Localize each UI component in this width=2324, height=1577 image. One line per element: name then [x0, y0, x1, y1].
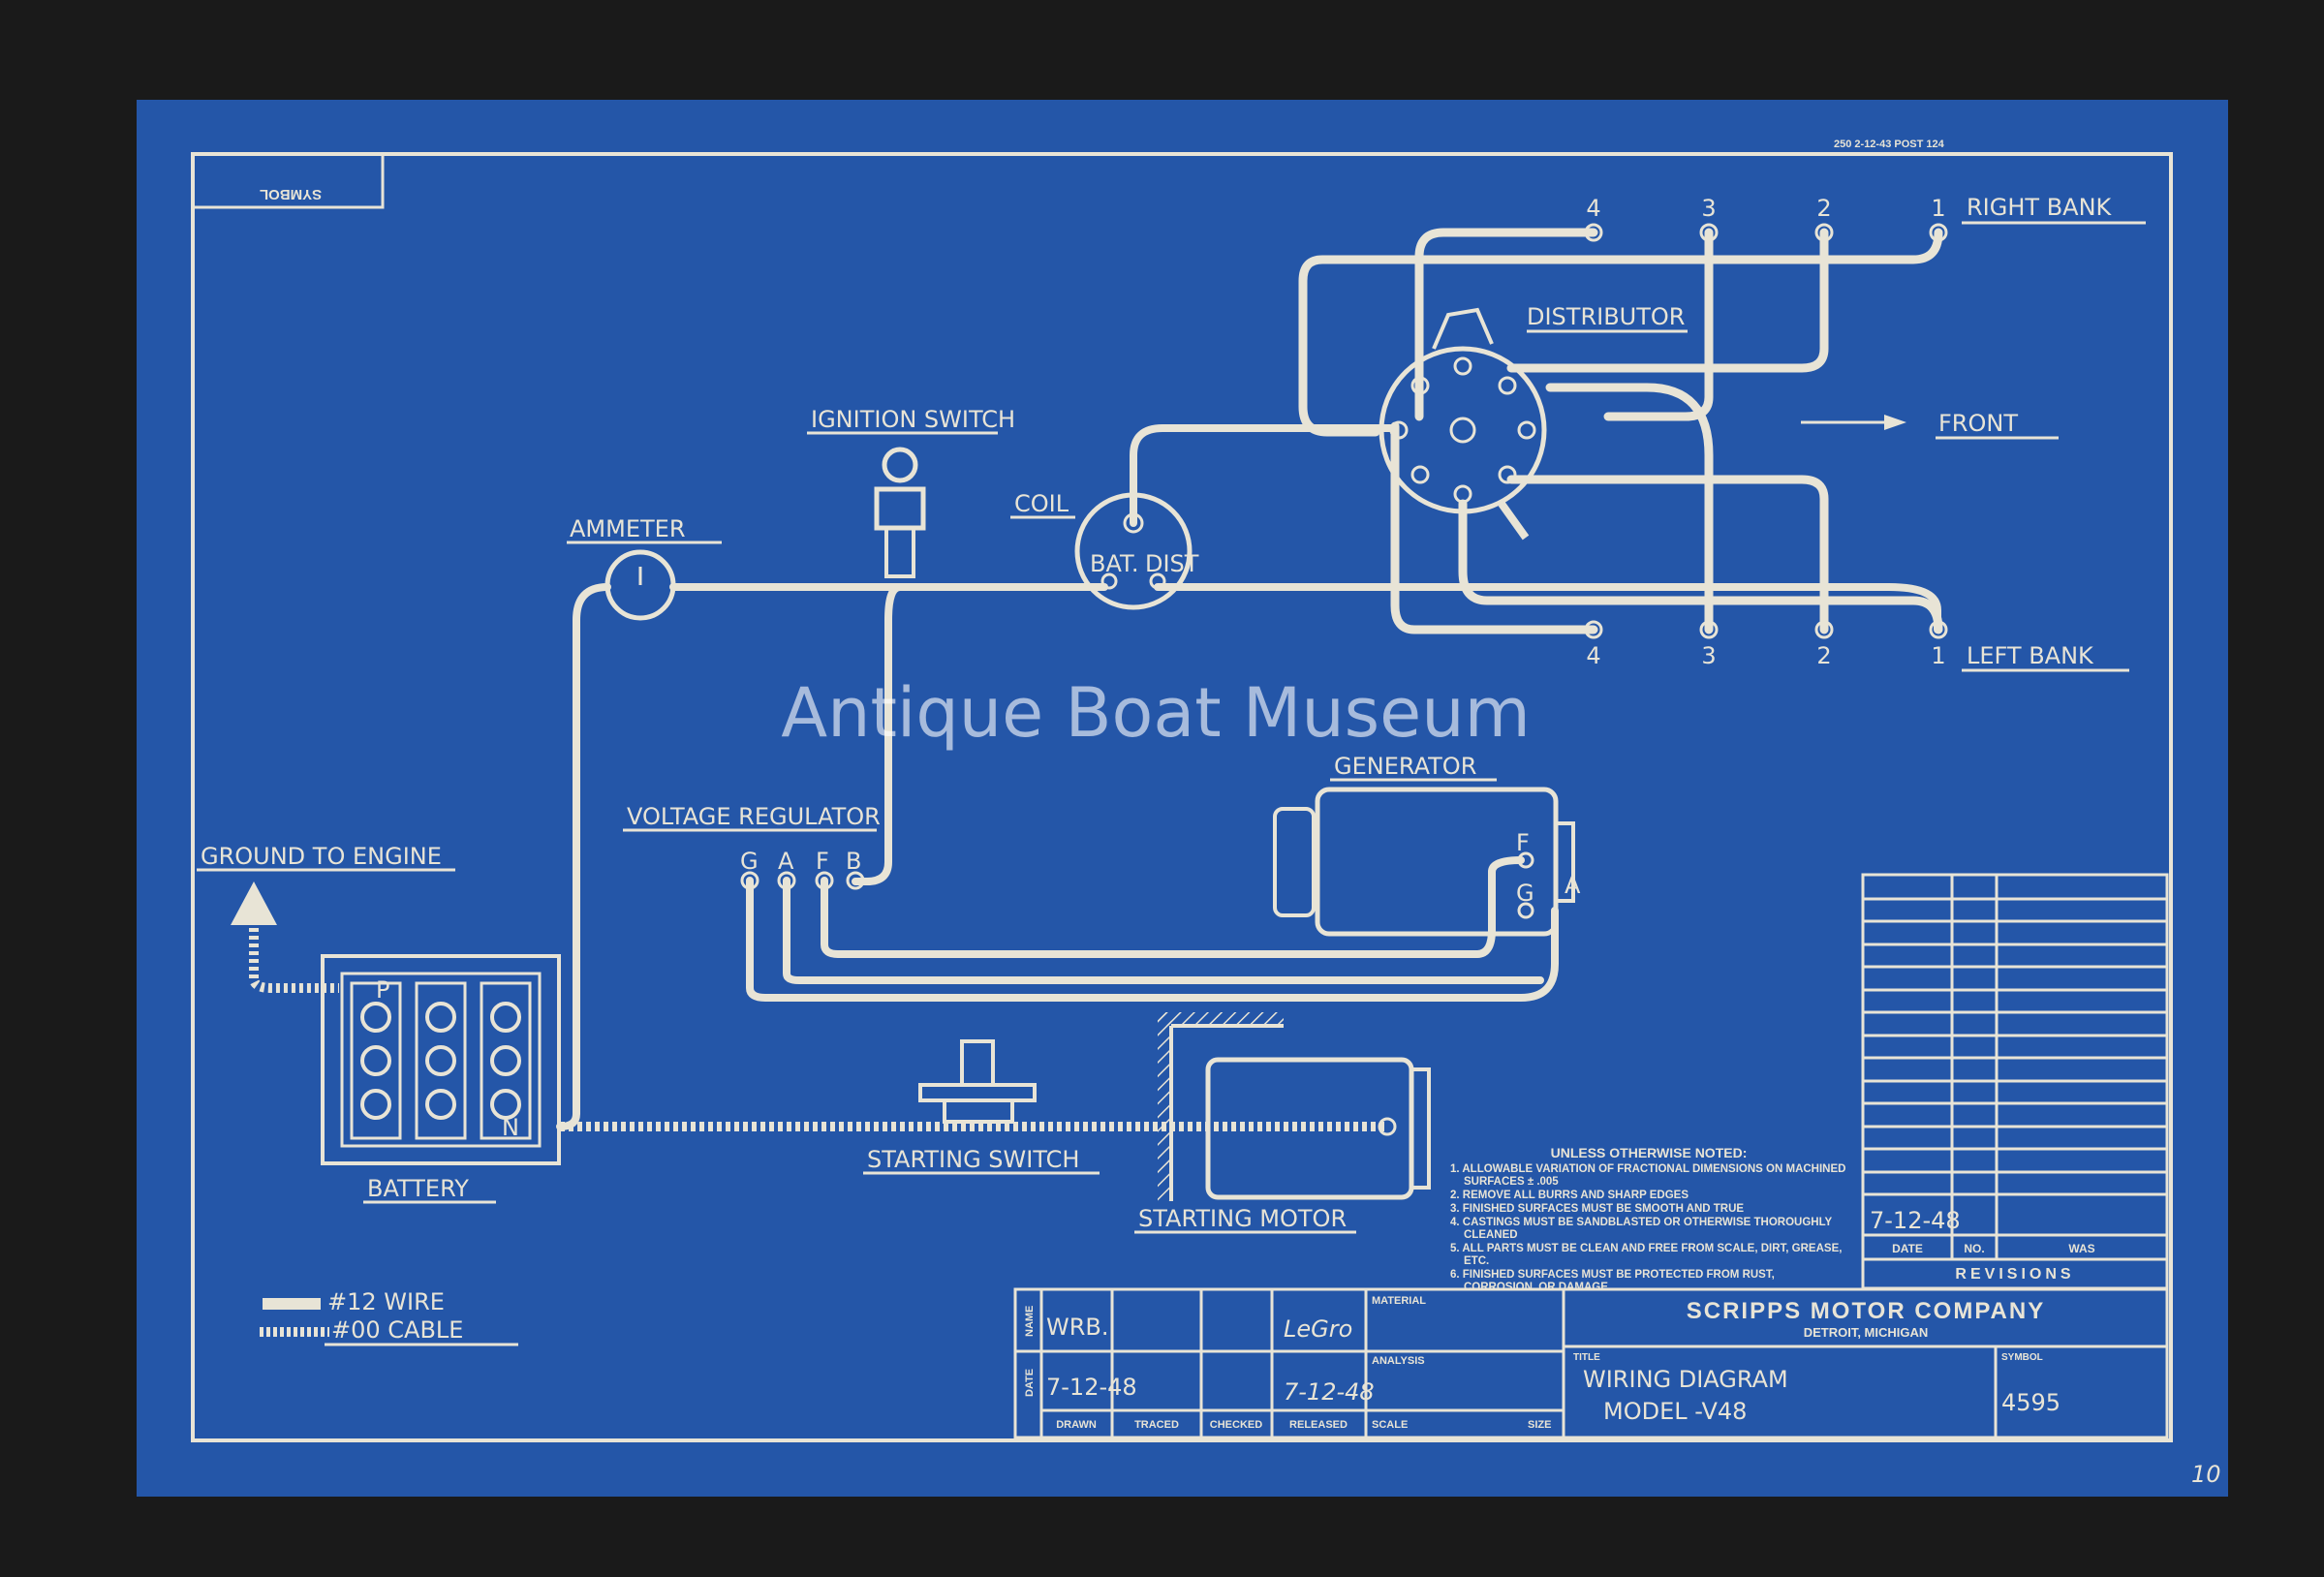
- distributor: [1379, 307, 1547, 541]
- generator-terminal-a: A: [1565, 872, 1581, 899]
- size-label: SIZE: [1528, 1419, 1551, 1431]
- general-notes: UNLESS OTHERWISE NOTED: 1. ALLOWABLE VAR…: [1450, 1145, 1846, 1290]
- regulator-terminals: G A F B: [740, 848, 865, 890]
- drawn-name: WRB.: [1046, 1314, 1109, 1341]
- note-item: 5. ALL PARTS MUST BE CLEAN AND FREE FROM…: [1450, 1243, 1843, 1267]
- symbol-tab-label: SYMBOL: [260, 186, 322, 202]
- symbol-tab: [191, 152, 385, 209]
- symbol-number: 4595: [2001, 1389, 2061, 1416]
- ground-icon: [231, 881, 277, 925]
- left-bank-label: LEFT BANK: [1967, 642, 2094, 669]
- coil-terminal-dist: DIST: [1145, 550, 1199, 577]
- title-block: [1013, 1287, 2169, 1439]
- ammeter-icon: [604, 549, 676, 621]
- material-label: MATERIAL: [1372, 1295, 1426, 1307]
- regulator-terminal-f: F: [816, 848, 829, 875]
- distributor-label: DISTRIBUTOR: [1527, 303, 1685, 330]
- battery-terminal-p: P: [376, 976, 389, 1004]
- right-bank: 4 3 2 1 RIGHT BANK: [1584, 194, 2146, 242]
- regulator-terminal-a: A: [778, 848, 794, 875]
- battery-icon: [321, 954, 561, 1165]
- starting-motor-icon: [1158, 1012, 1431, 1201]
- cylinder-number: 4: [1586, 195, 1600, 222]
- revisions-title: REVISIONS: [1955, 1266, 2074, 1283]
- notes-heading: UNLESS OTHERWISE NOTED:: [1550, 1145, 1748, 1160]
- print-code: 250 2-12-43 POST 124: [1834, 139, 1945, 150]
- cylinder-number: 2: [1816, 195, 1831, 222]
- note-item: 4. CASTINGS MUST BE SANDBLASTED OR OTHER…: [1450, 1217, 1833, 1241]
- drawing-title-line2: MODEL -V48: [1603, 1398, 1747, 1425]
- analysis-label: ANALYSIS: [1372, 1355, 1425, 1367]
- col-checked: CHECKED: [1210, 1419, 1262, 1431]
- front-label: FRONT: [1938, 410, 2018, 437]
- note-item: 6. FINISHED SURFACES MUST BE PROTECTED F…: [1450, 1269, 1775, 1290]
- ignition-switch-icon: [874, 447, 926, 578]
- generator-icon: [1273, 787, 1575, 937]
- generator-terminal-g: G: [1516, 880, 1534, 907]
- right-bank-label: RIGHT BANK: [1967, 194, 2113, 221]
- cylinder-number: 3: [1701, 642, 1716, 669]
- revision-date: 7-12-48: [1870, 1207, 1961, 1234]
- released-signature: LeGro: [1284, 1315, 1352, 1343]
- cylinder-number: 2: [1816, 642, 1831, 669]
- coil-terminal-bat: BAT.: [1090, 550, 1138, 577]
- row-label-name: NAME: [1024, 1306, 1036, 1337]
- regulator-terminal-b: B: [846, 848, 861, 875]
- ground-label: GROUND TO ENGINE: [201, 843, 442, 870]
- col-traced: TRACED: [1134, 1419, 1179, 1431]
- company-location: DETROIT, MICHIGAN: [1804, 1325, 1929, 1340]
- battery-label: BATTERY: [367, 1175, 469, 1202]
- revisions-col-was: WAS: [2068, 1242, 2094, 1255]
- battery-terminal-n: N: [502, 1114, 519, 1141]
- row-label-date: DATE: [1024, 1369, 1036, 1397]
- cylinder-number: 4: [1586, 642, 1600, 669]
- starting-switch-icon: [918, 1039, 1037, 1124]
- coil-icon: [1074, 492, 1193, 610]
- generator-terminal-f: F: [1516, 829, 1530, 856]
- generator-label: GENERATOR: [1334, 753, 1476, 780]
- note-item: 3. FINISHED SURFACES MUST BE SMOOTH AND …: [1450, 1203, 1745, 1215]
- voltage-regulator-label: VOLTAGE REGULATOR: [627, 803, 881, 830]
- drawing-border: [191, 152, 2173, 1442]
- note-item: 1. ALLOWABLE VARIATION OF FRACTIONAL DIM…: [1450, 1163, 1846, 1188]
- revisions-table: [1861, 873, 2169, 1290]
- cylinder-number: 1: [1931, 195, 1945, 222]
- company-name: SCRIPPS MOTOR COMPANY: [1687, 1298, 2045, 1324]
- scale-label: SCALE: [1372, 1419, 1408, 1431]
- ammeter-label: AMMETER: [570, 515, 686, 542]
- ignition-switch-label: IGNITION SWITCH: [811, 406, 1015, 433]
- starting-switch-label: STARTING SWITCH: [867, 1146, 1079, 1173]
- symbol-label: SYMBOL: [2001, 1352, 2043, 1363]
- drawing-title-line1: WIRING DIAGRAM: [1583, 1366, 1788, 1393]
- cylinder-number: 1: [1931, 642, 1945, 669]
- col-released: RELEASED: [1289, 1419, 1348, 1431]
- revisions-col-no: NO.: [1964, 1242, 1984, 1255]
- released-date: 7-12-48: [1284, 1378, 1375, 1406]
- wire-legend-swatch: [263, 1298, 321, 1310]
- left-bank: 4 3 2 1 LEFT BANK: [1584, 620, 2129, 672]
- legend-wire: #12 WIRE: [327, 1288, 445, 1315]
- revisions-col-date: DATE: [1892, 1242, 1923, 1255]
- wires: [556, 424, 1941, 1130]
- title-label: TITLE: [1573, 1352, 1600, 1363]
- cylinder-number: 3: [1701, 195, 1716, 222]
- legend-cable: #00 CABLE: [331, 1316, 463, 1344]
- note-item: 2. REMOVE ALL BURRS AND SHARP EDGES: [1450, 1190, 1689, 1201]
- starting-motor-label: STARTING MOTOR: [1138, 1205, 1347, 1232]
- regulator-terminal-g: G: [740, 848, 759, 875]
- sheet-number: 10: [2191, 1461, 2221, 1488]
- col-drawn: DRAWN: [1056, 1419, 1097, 1431]
- watermark: Antique Boat Museum: [781, 673, 1531, 753]
- drawn-date: 7-12-48: [1046, 1374, 1137, 1401]
- paper: [137, 100, 2228, 1497]
- coil-label: COIL: [1014, 490, 1069, 517]
- legend: #12 WIRE #00 CABLE: [260, 1288, 518, 1346]
